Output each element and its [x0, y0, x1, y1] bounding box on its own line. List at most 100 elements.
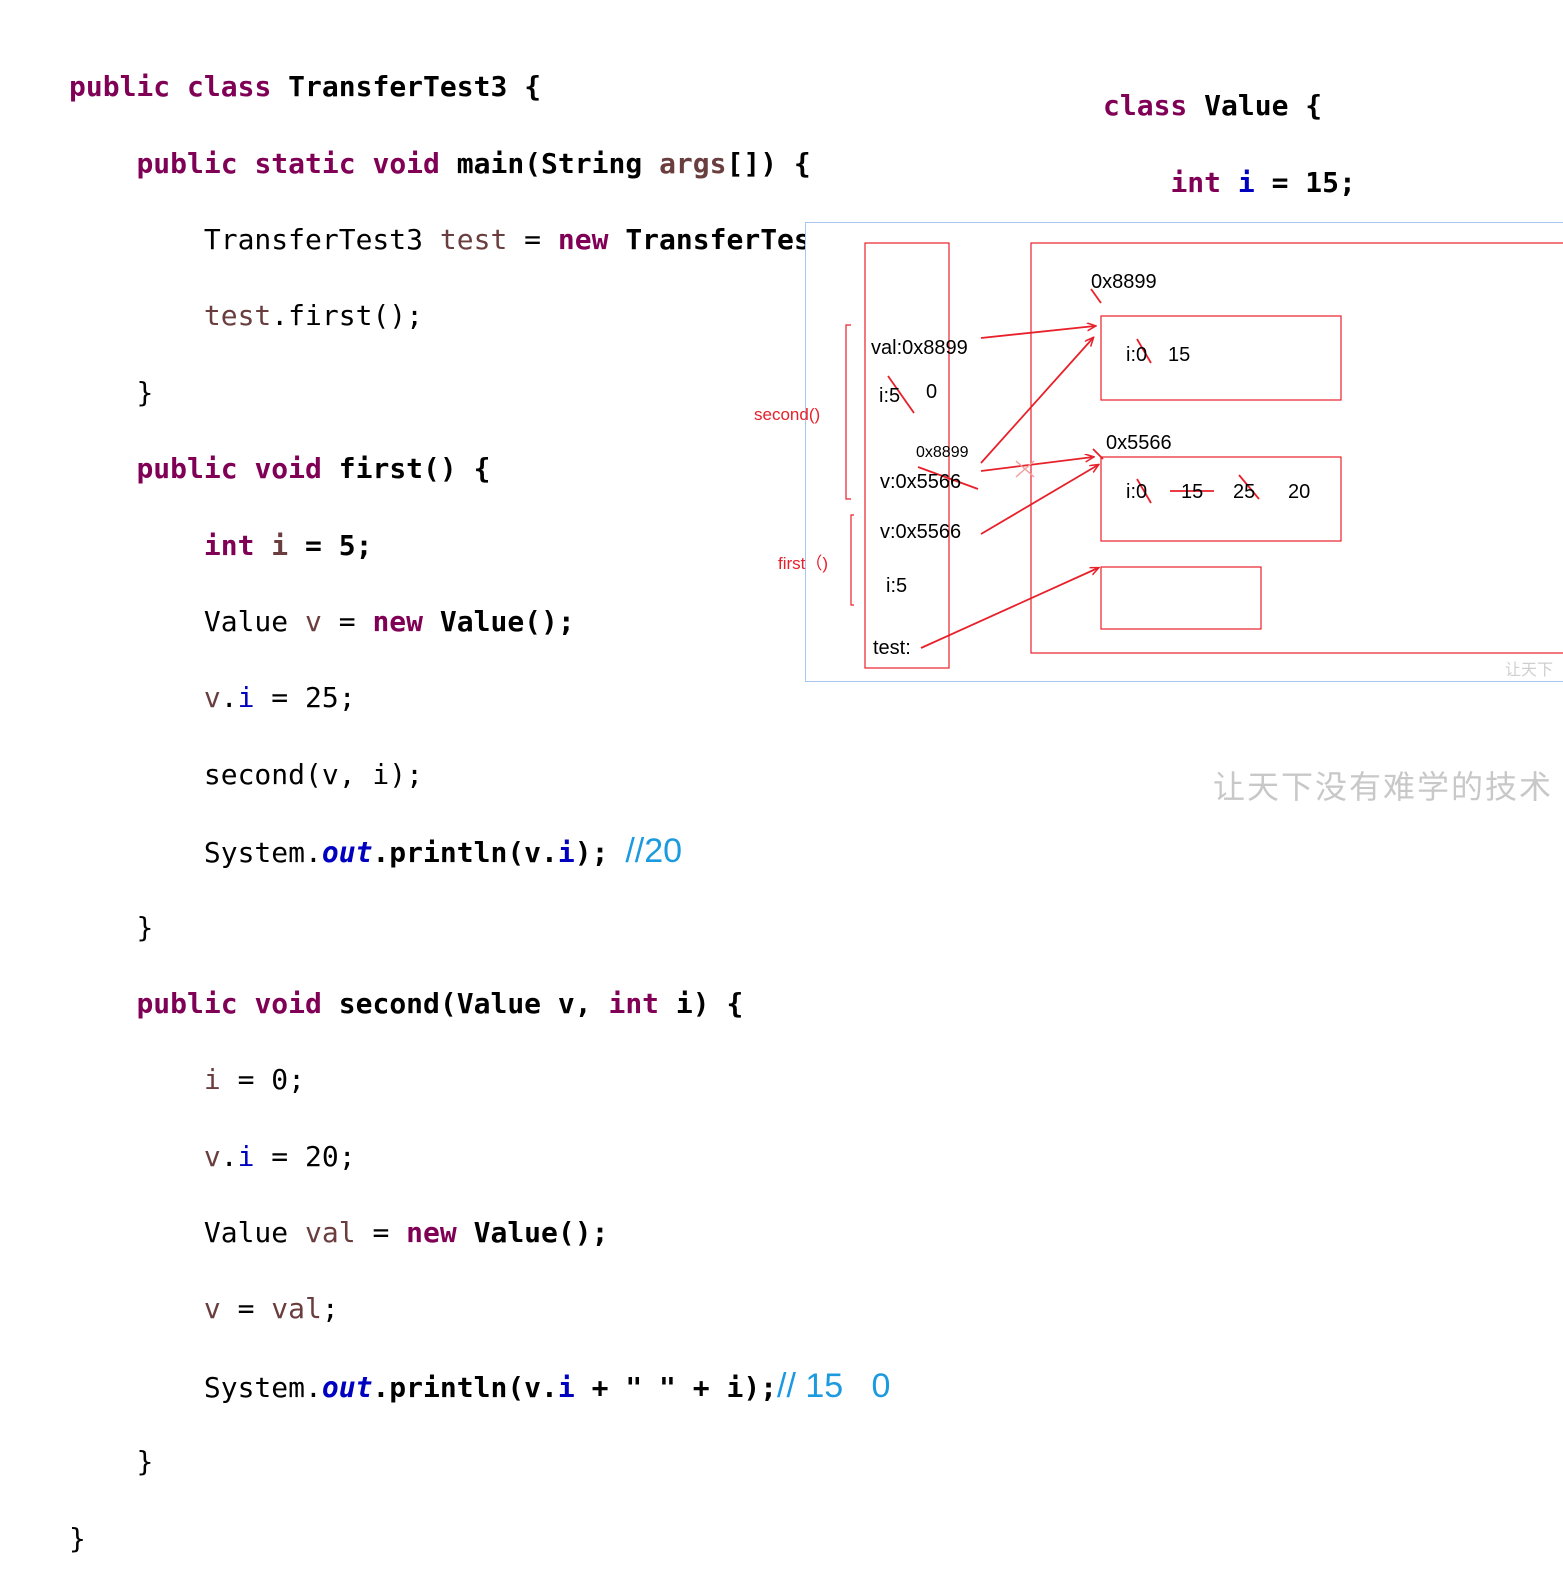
method-call: .println(v. — [372, 836, 558, 870]
stack-box — [864, 242, 950, 669]
tick-5566 — [1092, 448, 1104, 460]
keyword: class — [187, 70, 272, 104]
method-call-end: ); — [574, 836, 609, 870]
method-signature: first() { — [338, 452, 491, 486]
stack-v-first: v:0x5566 — [880, 521, 962, 543]
code-line-18: System.out.println(v.i + " " + i);// 15 … — [69, 1367, 895, 1405]
stack-v-overwrite: 0x8899 — [916, 444, 969, 461]
method-call: .println(v. — [372, 1370, 558, 1404]
var-name: i — [203, 1063, 221, 1097]
constructor-call: Value(); — [439, 604, 575, 638]
first-frame-bracket — [850, 514, 854, 606]
assignment: = 25; — [254, 681, 356, 715]
code-line-15: v.i = 20; — [69, 1138, 895, 1176]
watermark-small: 让天下 — [1505, 660, 1554, 679]
stack-test: test: — [873, 637, 911, 659]
method-call: .first(); — [271, 299, 424, 333]
keyword: int — [203, 528, 255, 562]
method-signature: second(Value v, — [338, 986, 609, 1020]
var-name: v — [203, 1139, 221, 1173]
brace: } — [136, 910, 154, 944]
arrow-v-to-5566 — [980, 457, 1093, 472]
field-name: i — [557, 1370, 575, 1404]
var-name: val — [271, 1292, 322, 1326]
semicolon: ; — [321, 1292, 339, 1326]
strike-v5566 — [917, 466, 979, 490]
code-line-8: Value v = new Value(); — [69, 603, 895, 641]
assignment: = 20; — [254, 1139, 356, 1173]
code-line-20: } — [69, 1520, 895, 1558]
code-line-9: v.i = 25; — [69, 679, 895, 717]
arrow-val-to-8899 — [980, 326, 1095, 339]
heap-address-8899: 0x8899 — [1091, 271, 1157, 293]
var-name: v — [203, 681, 221, 715]
strike-obj1-i0 — [1136, 338, 1152, 364]
class-ref: System. — [203, 836, 322, 870]
heap-address-5566: 0x5566 — [1106, 432, 1172, 454]
keyword: void — [372, 146, 440, 180]
strike-i5 — [887, 375, 915, 414]
assignment: = 5; — [288, 528, 373, 562]
brace: } — [136, 1445, 154, 1479]
keyword: class — [1103, 88, 1188, 122]
var-name: test — [203, 299, 272, 333]
method-call-end: ); — [743, 1370, 778, 1404]
stack-i-second-new: 0 — [926, 381, 938, 403]
obj2-value-20: 20 — [1288, 481, 1311, 503]
frame-label-second: second() — [754, 405, 821, 424]
stack-val: val:0x8899 — [871, 337, 968, 359]
code-listing: public class TransferTest3 { public stat… — [69, 30, 895, 1596]
strike-obj2-25 — [1238, 474, 1260, 500]
code-line-7: int i = 5; — [69, 527, 895, 565]
obj1-field-i: i:0 — [1126, 344, 1148, 366]
frame-label-first: first（) — [778, 554, 829, 573]
tick-8899 — [1090, 288, 1102, 304]
var-name: i — [726, 1370, 744, 1404]
memory-diagram: val:0x8899 i:5 0 0x8899 v:0x5566 v:0x556… — [754, 222, 1563, 682]
code-line-6: public void first() { — [69, 450, 895, 488]
var-name: v — [305, 604, 322, 638]
code-line-10: second(v, i); — [69, 756, 895, 794]
code-line-2: public static void main(String args[]) { — [69, 145, 895, 183]
stack-i-first: i:5 — [886, 575, 908, 597]
type-name: Value — [203, 604, 306, 638]
operator: = — [507, 222, 558, 256]
field-name: i — [237, 681, 255, 715]
obj2-field-i: i:0 — [1126, 481, 1148, 503]
method-signature-end: i) { — [659, 986, 744, 1020]
heap-object-test — [1100, 566, 1262, 630]
second-frame-bracket — [845, 324, 851, 500]
assignment: = 15; — [1254, 165, 1356, 199]
keyword: new — [372, 604, 424, 638]
keyword: public — [136, 146, 238, 180]
brace: } — [69, 1521, 86, 1555]
operator: = — [355, 1216, 407, 1250]
keyword: int — [608, 986, 660, 1020]
strike-obj2-i0 — [1136, 478, 1152, 504]
field-name: i — [1237, 165, 1255, 199]
brace: } — [136, 375, 154, 409]
keyword: void — [254, 986, 322, 1020]
diagram-shapes — [845, 242, 1563, 669]
keyword: new — [557, 222, 609, 256]
code-line-19: } — [69, 1443, 895, 1481]
comment-annotation: // 15 0 — [777, 1366, 891, 1405]
class-ref: System. — [203, 1370, 322, 1404]
heap-object-8899 — [1100, 315, 1342, 401]
code-line-12: } — [69, 909, 895, 947]
keyword: new — [406, 1216, 457, 1250]
param-name: args — [659, 146, 727, 180]
operator: = — [321, 604, 373, 638]
code-line-1: public class TransferTest3 { — [69, 68, 895, 106]
static-field: out — [321, 1370, 373, 1404]
value-line-1: class Value { — [1103, 87, 1356, 126]
method-signature-end: []) { — [726, 146, 811, 180]
var-name: v — [203, 1292, 221, 1326]
code-line-3: TransferTest3 test = new TransferTest3()… — [69, 221, 895, 259]
keyword: public — [136, 452, 238, 486]
keyword: int — [1170, 165, 1222, 199]
code-line-13: public void second(Value v, int i) { — [69, 985, 895, 1023]
var-name: test — [439, 222, 508, 256]
code-line-16: Value val = new Value(); — [69, 1214, 895, 1252]
keyword: void — [254, 452, 322, 486]
